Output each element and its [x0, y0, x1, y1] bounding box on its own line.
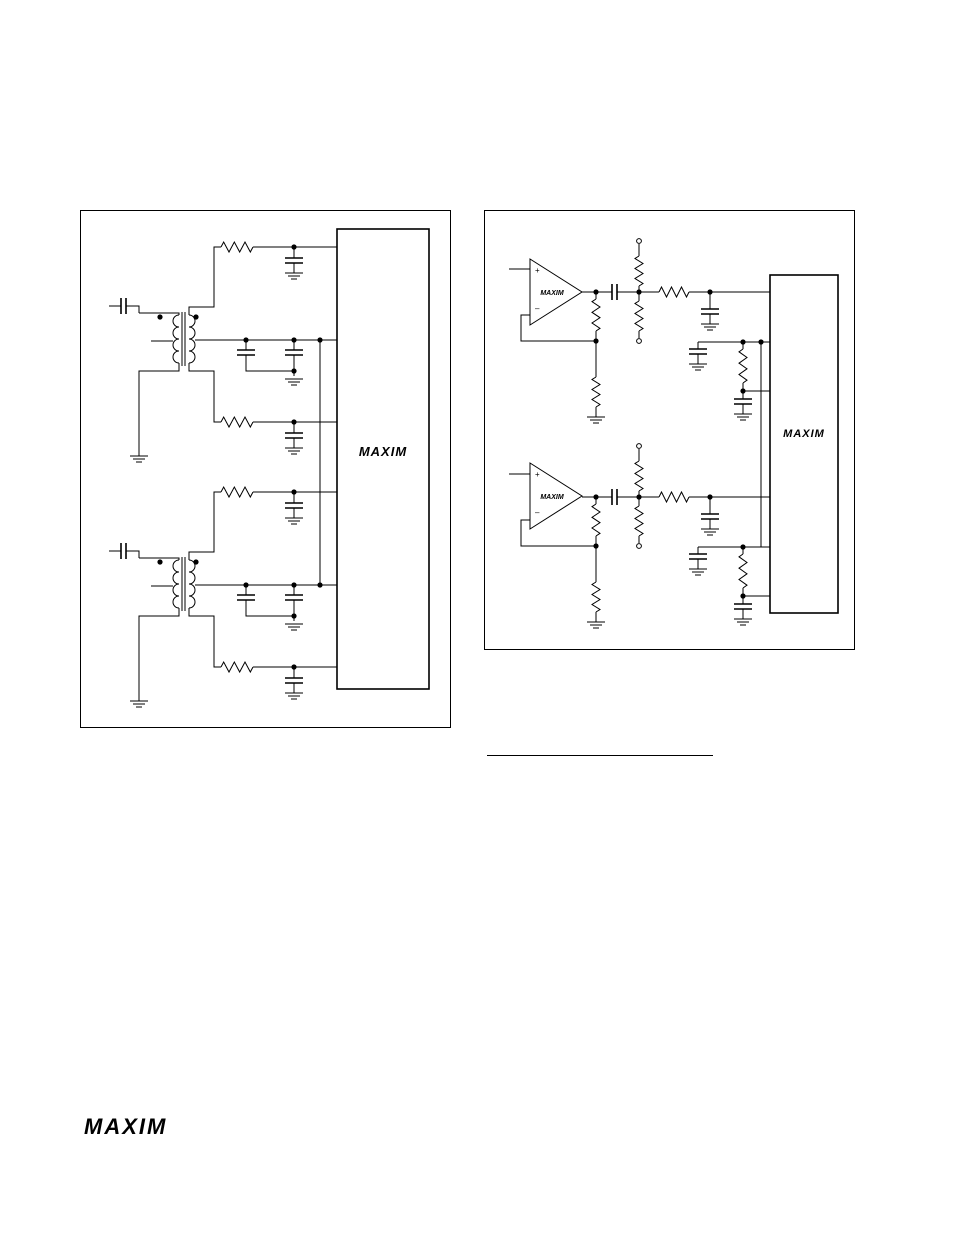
resistor-icon	[592, 582, 600, 612]
transformer-icon	[173, 560, 179, 608]
svg-text:MAXIM: MAXIM	[540, 290, 564, 297]
resistor-icon	[592, 504, 600, 536]
wire	[189, 492, 221, 560]
junction-dot	[157, 559, 162, 564]
section-rule	[487, 755, 713, 756]
svg-text:–: –	[535, 508, 540, 517]
transformer-icon	[189, 315, 195, 363]
svg-text:MAXIM: MAXIM	[359, 444, 408, 459]
wire	[139, 608, 179, 701]
terminal	[637, 544, 642, 549]
resistor-icon	[221, 417, 253, 427]
wire	[189, 608, 221, 667]
adc-chip-block-right	[770, 275, 838, 613]
terminal	[637, 239, 642, 244]
resistor-icon	[739, 349, 747, 383]
op-amp-icon: + – MAXIM	[530, 259, 582, 325]
resistor-icon	[659, 492, 689, 502]
resistor-icon	[635, 506, 643, 536]
footer-logo-text: MAXIM	[84, 1117, 167, 1137]
terminal	[637, 444, 642, 449]
resistor-icon	[592, 299, 600, 331]
opamp-schematic: MAXIM + – MAXIM + – MAXIM	[485, 211, 856, 651]
adc-chip-block	[337, 229, 429, 689]
resistor-icon	[221, 662, 253, 672]
transformer-icon	[189, 560, 195, 608]
wire	[521, 315, 596, 341]
wire	[139, 363, 179, 456]
op-amp-icon: + – MAXIM	[530, 463, 582, 529]
resistor-icon	[635, 301, 643, 331]
chip-logo-right: MAXIM	[783, 428, 825, 440]
wire	[521, 520, 596, 546]
transformer-schematic: MAXIM	[81, 211, 452, 729]
wire	[246, 355, 294, 371]
junction-dot	[291, 613, 296, 618]
svg-text:–: –	[535, 304, 540, 313]
junction-dot	[291, 368, 296, 373]
wire	[189, 247, 221, 315]
chip-logo-left: MAXIM	[359, 444, 408, 459]
svg-text:+: +	[535, 266, 540, 275]
wire	[246, 600, 294, 616]
wire	[126, 306, 139, 313]
maxim-logo-icon: MAXIM	[84, 1117, 194, 1142]
terminal	[637, 339, 642, 344]
resistor-icon	[739, 554, 747, 588]
wire	[189, 363, 221, 422]
resistor-icon	[635, 461, 643, 491]
svg-text:+: +	[535, 470, 540, 479]
wire	[126, 551, 139, 558]
resistor-icon	[221, 242, 253, 252]
transformer-icon	[173, 315, 179, 363]
junction-dot	[157, 314, 162, 319]
resistor-icon	[659, 287, 689, 297]
transformer-circuit-figure: MAXIM	[80, 210, 451, 728]
junction-dot	[758, 339, 763, 344]
resistor-icon	[635, 256, 643, 286]
opamp-circuit-figure: MAXIM + – MAXIM + – MAXIM	[484, 210, 855, 650]
resistor-icon	[592, 377, 600, 407]
svg-text:MAXIM: MAXIM	[540, 494, 564, 501]
resistor-icon	[221, 487, 253, 497]
